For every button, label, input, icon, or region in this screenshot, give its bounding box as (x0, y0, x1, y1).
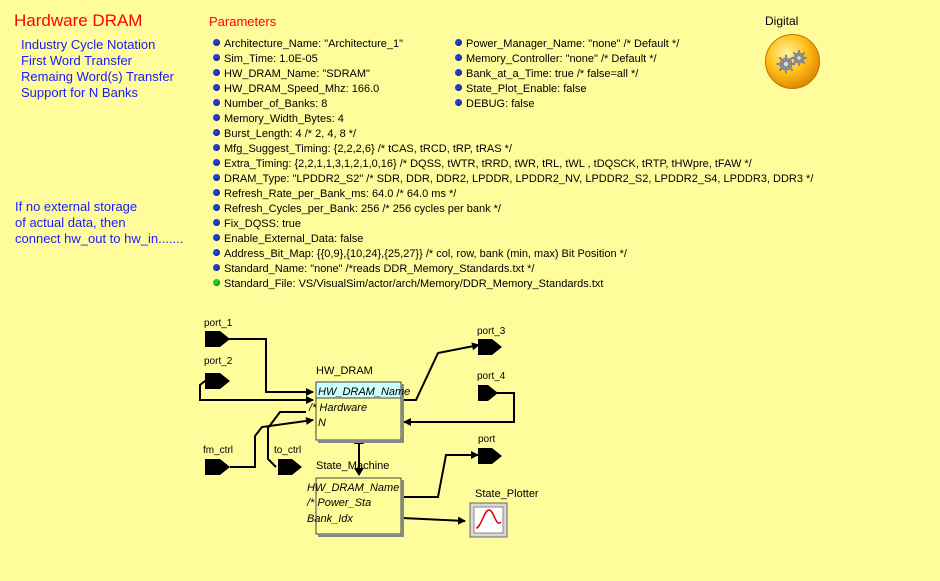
parameter-dot-icon (455, 39, 462, 46)
parameter-item[interactable]: Architecture_Name: "Architecture_1" (213, 37, 813, 52)
parameter-item[interactable]: Mfg_Suggest_Timing: {2,2,2,6} /* tCAS, t… (213, 142, 813, 157)
digital-label: Digital (765, 14, 799, 28)
state-plotter-block[interactable]: State_Plotter (469, 488, 539, 538)
port-label: port (478, 434, 495, 445)
hw-dram-line: HW_DRAM_Name (318, 386, 410, 398)
storage-note-line: connect hw_out to hw_in....... (15, 231, 184, 246)
state-machine-line: HW_DRAM_Name (307, 482, 399, 494)
parameter-item[interactable]: Enable_External_Data: false (213, 232, 813, 247)
parameter-dot-icon (213, 129, 220, 136)
parameter-item[interactable]: Bank_at_a_Time: true /* false=all */ (455, 67, 679, 82)
parameter-item[interactable]: Standard_Name: "none" /*reads DDR_Memory… (213, 262, 813, 277)
parameter-dot-icon (213, 174, 220, 181)
storage-note-line: of actual data, then (15, 215, 126, 230)
parameter-item[interactable]: Address_Bit_Map: {{0,9},{10,24},{25,27}}… (213, 247, 813, 262)
parameter-dot-icon (455, 99, 462, 106)
hw-dram-line: N (318, 417, 326, 429)
port-3-icon[interactable] (478, 339, 502, 355)
hw-dram-block[interactable]: HW_DRAM HW_DRAM_Name /* Hardware N (308, 365, 410, 443)
parameter-dot-icon (213, 234, 220, 241)
parameter-dot-icon (213, 54, 220, 61)
parameter-item[interactable]: DEBUG: false (455, 97, 679, 112)
parameter-dot-icon (213, 144, 220, 151)
parameters-right-list: Power_Manager_Name: "none" /* Default */… (455, 37, 679, 112)
parameter-dot-icon (213, 99, 220, 106)
parameter-item[interactable]: Fix_DQSS: true (213, 217, 813, 232)
parameter-dot-icon (213, 69, 220, 76)
parameter-item[interactable]: Refresh_Cycles_per_Bank: 256 /* 256 cycl… (213, 202, 813, 217)
state-machine-title: State_Machine (316, 460, 389, 472)
parameter-item[interactable]: Memory_Controller: "none" /* Default */ (455, 52, 679, 67)
port-icon[interactable] (478, 448, 502, 464)
state-machine-line: Bank_Idx (307, 513, 353, 525)
parameter-item[interactable]: Sim_Time: 1.0E-05 (213, 52, 813, 67)
port-1-label: port_1 (204, 318, 233, 329)
parameter-dot-icon (213, 39, 220, 46)
port-symbols (205, 331, 502, 475)
page-title: Hardware DRAM (14, 11, 143, 30)
storage-note: If no external storage of actual data, t… (15, 199, 183, 247)
note-line: Industry Cycle Notation (21, 37, 156, 52)
parameter-dot-icon (455, 54, 462, 61)
state-machine-line: /* Power_Sta (306, 497, 371, 509)
plot-waveform-icon (475, 509, 502, 529)
state-machine-block[interactable]: State_Machine HW_DRAM_Name /* Power_Sta … (306, 460, 404, 537)
parameter-item[interactable]: Power_Manager_Name: "none" /* Default */ (455, 37, 679, 52)
parameters-left-list: Architecture_Name: "Architecture_1" Sim_… (213, 37, 813, 292)
parameter-item[interactable]: State_Plot_Enable: false (455, 82, 679, 97)
port-3-label: port_3 (477, 326, 506, 337)
parameter-item[interactable]: DRAM_Type: "LPDDR2_S2" /* SDR, DDR, DDR2… (213, 172, 813, 187)
parameter-item[interactable]: Memory_Width_Bytes: 4 (213, 112, 813, 127)
fm-ctrl-label: fm_ctrl (203, 445, 233, 456)
parameter-item[interactable]: HW_DRAM_Name: "SDRAM" (213, 67, 813, 82)
parameter-dot-icon (213, 84, 220, 91)
state-plotter-title: State_Plotter (475, 488, 539, 500)
parameter-dot-icon (213, 219, 220, 226)
parameter-item[interactable]: Burst_Length: 4 /* 2, 4, 8 */ (213, 127, 813, 142)
hw-dram-line: /* Hardware (308, 402, 367, 414)
parameter-dot-icon (213, 189, 220, 196)
parameter-dot-icon (455, 69, 462, 76)
parameter-item[interactable]: Standard_File: VS/VisualSim/actor/arch/M… (213, 277, 813, 292)
to-ctrl-icon[interactable] (278, 459, 302, 475)
parameter-item[interactable]: Number_of_Banks: 8 (213, 97, 813, 112)
parameter-dot-icon (213, 114, 220, 121)
to-ctrl-label: to_ctrl (274, 445, 301, 456)
parameter-dot-icon (213, 279, 220, 286)
note-line: First Word Transfer (21, 53, 133, 68)
note-line: Support for N Banks (21, 85, 139, 100)
port-4-icon[interactable] (478, 385, 498, 401)
storage-note-line: If no external storage (15, 199, 138, 214)
fm-ctrl-icon[interactable] (205, 459, 230, 475)
parameter-item[interactable]: Refresh_Rate_per_Bank_ms: 64.0 /* 64.0 m… (213, 187, 813, 202)
note-line: Remaing Word(s) Transfer (21, 69, 174, 84)
port-4-label: port_4 (477, 371, 506, 382)
parameters-title: Parameters (209, 14, 277, 29)
port-2-label: port_2 (204, 356, 233, 367)
feature-notes: Industry Cycle Notation First Word Trans… (21, 37, 174, 101)
connection-wires (199, 338, 515, 525)
parameter-item[interactable]: HW_DRAM_Speed_Mhz: 166.0 (213, 82, 813, 97)
digital-gear-icon[interactable] (764, 33, 821, 90)
port-1-icon[interactable] (205, 331, 230, 347)
parameter-dot-icon (213, 159, 220, 166)
parameter-dot-icon (213, 249, 220, 256)
hw-dram-title: HW_DRAM (316, 365, 373, 377)
port-2-icon[interactable] (205, 373, 230, 389)
parameter-dot-icon (213, 204, 220, 211)
parameter-dot-icon (213, 264, 220, 271)
parameter-dot-icon (455, 84, 462, 91)
parameter-item[interactable]: Extra_Timing: {2,2,1,1,3,1,2,1,0,16} /* … (213, 157, 813, 172)
